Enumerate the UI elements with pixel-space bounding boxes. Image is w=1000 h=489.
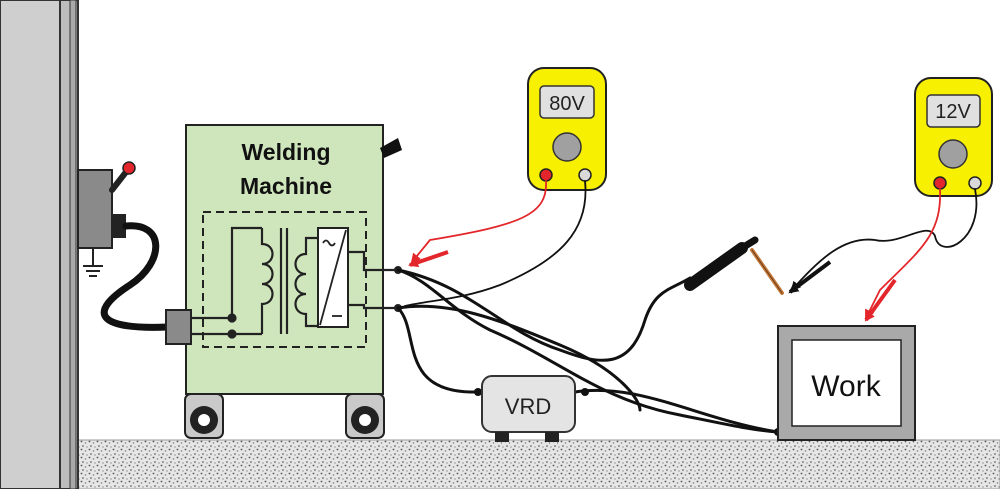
probe-arrow-right-black — [788, 260, 832, 294]
meter-left-display — [539, 85, 595, 119]
probe-arrow-right-red — [864, 278, 897, 322]
meter-left-jack-black — [578, 168, 592, 182]
machine-title-line1: Welding — [241, 139, 330, 165]
meter-left-jack-red — [539, 168, 553, 182]
vrd-node-right — [581, 388, 589, 396]
meter-left-dial — [552, 132, 582, 162]
machine-title-line2: Machine — [240, 173, 332, 199]
wall-switch — [77, 161, 136, 249]
work-label: Work — [811, 370, 881, 403]
wheel-left — [184, 393, 224, 439]
welding-machine: Welding Machine — [165, 124, 402, 439]
meter-right-reading: 12V — [935, 101, 971, 123]
meter-right-display — [926, 94, 981, 128]
electrode-holder — [684, 236, 784, 295]
welding-cables — [396, 268, 780, 434]
power-cord — [100, 222, 172, 331]
internal-circuit-box — [202, 211, 367, 348]
meter-right-leads — [790, 188, 978, 320]
multimeter-right: 12V — [914, 77, 993, 197]
earth-ground-icon — [83, 248, 103, 277]
power-inlet — [165, 309, 192, 345]
vrd-box — [481, 375, 576, 433]
meter-right-dial — [938, 139, 968, 169]
multimeter-left: 80V — [527, 67, 607, 191]
wheel-right — [345, 393, 385, 439]
work-piece: Work — [777, 325, 916, 441]
meter-left-leads — [404, 180, 587, 307]
vrd-label: VRD — [505, 394, 551, 419]
meter-right-jack-red — [933, 176, 947, 190]
ac-dc-rectifier-icon — [317, 227, 349, 328]
probe-arrow-left-red — [408, 250, 449, 268]
wall-panel — [0, 0, 79, 489]
transformer-icon — [191, 226, 318, 339]
floor — [77, 439, 1000, 489]
meter-left-reading: 80V — [549, 93, 585, 115]
output-terminals — [348, 250, 398, 310]
machine-body — [185, 124, 384, 395]
vrd-node-left — [474, 388, 482, 396]
meter-right-jack-black — [968, 176, 982, 190]
vrd-device: VRD — [481, 375, 576, 442]
